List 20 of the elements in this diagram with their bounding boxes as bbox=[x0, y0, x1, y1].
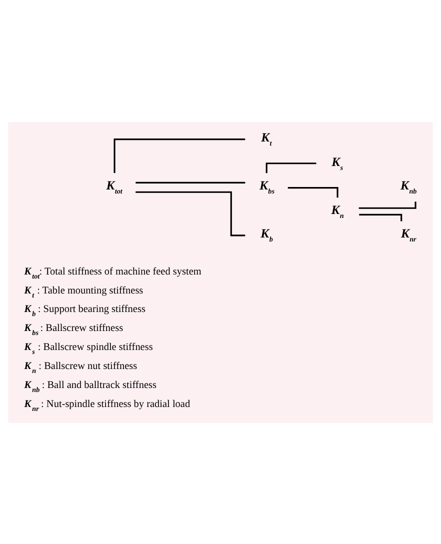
connector bbox=[358, 201, 416, 208]
node-text: K$_{bs}$ bbox=[260, 178, 274, 196]
node-text: K$_{s}$ bbox=[332, 154, 344, 172]
node-text: K$_{nb}$ bbox=[400, 178, 417, 196]
node-text: K$_{nr}$ bbox=[400, 226, 416, 244]
label: K$_{tot}$: Total stiffness of machine feed system bbox=[24, 266, 202, 280]
label: K$_{bs}$ : Ballscrew stiffness bbox=[24, 322, 124, 337]
label: K$_{s}$ : Ballscrew spindle stiffness bbox=[24, 342, 153, 356]
node-text: K$_{t}$ bbox=[261, 130, 272, 148]
connector bbox=[359, 213, 402, 221]
node-text: K$_{n}$ bbox=[331, 202, 344, 220]
label: K$_{b}$ : Support bearing stiffness bbox=[24, 304, 146, 318]
connector bbox=[136, 181, 246, 183]
connector bbox=[114, 138, 246, 172]
label: K$_{nb}$ : Ball and balltrack stiffness bbox=[24, 379, 156, 394]
node-text: K$_{tot}$ bbox=[106, 178, 122, 196]
label: K$_{t}$ : Table mounting stiffness bbox=[24, 284, 144, 299]
label: K$_{nr}$ : Nut-spindle stiffness by radial load bbox=[24, 398, 190, 412]
label: K$_{n}$ : Ballscrew nut stiffness bbox=[24, 360, 138, 374]
node-text: K$_{b}$ bbox=[260, 226, 273, 244]
